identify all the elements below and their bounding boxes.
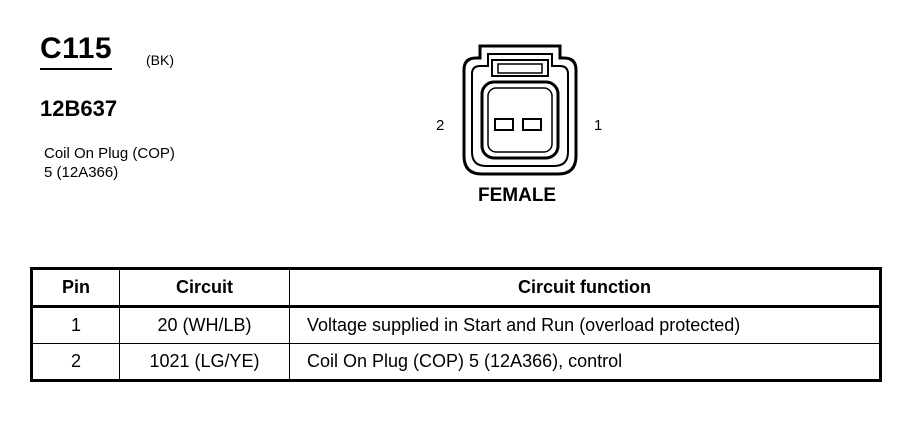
- cell-pin: 2: [31, 343, 120, 381]
- connector-description-line-1: Coil On Plug (COP): [44, 145, 175, 162]
- part-number: 12B637: [40, 96, 118, 121]
- terminal-pin-1: [522, 118, 542, 131]
- connector-housing-inner: [471, 53, 569, 167]
- connector-description-line-2: 5 (12A366): [44, 164, 119, 181]
- cell-circuit-function: Voltage supplied in Start and Run (overl…: [289, 306, 881, 344]
- cell-circuit: 20 (WH/LB): [119, 306, 290, 344]
- table-row: 1 20 (WH/LB) Voltage supplied in Start a…: [31, 306, 881, 344]
- cell-circuit: 1021 (LG/YE): [119, 343, 290, 381]
- header-circuit-function: Circuit function: [289, 268, 881, 308]
- header-pin: Pin: [31, 268, 120, 308]
- table-row: 2 1021 (LG/YE) Coil On Plug (COP) 5 (12A…: [31, 343, 881, 381]
- connector-housing-outer: [462, 44, 578, 176]
- locking-tab: [491, 59, 549, 77]
- pin-label-1: 1: [594, 117, 603, 134]
- locking-tab-inner: [497, 63, 543, 74]
- terminal-pin-2: [494, 118, 514, 131]
- connector-gender: FEMALE: [478, 185, 557, 206]
- connector-face-drawing: [462, 44, 578, 176]
- header-circuit: Circuit: [119, 268, 290, 308]
- pin-cavity-outer: [480, 80, 560, 160]
- connector-id: C115: [40, 34, 113, 70]
- pin-label-2: 2: [436, 117, 445, 134]
- pin-cavity-inner: [487, 87, 553, 153]
- connector-color-code: (BK): [146, 52, 174, 68]
- pinout-table: Pin Circuit Circuit function 1 20 (WH/LB…: [30, 267, 882, 382]
- cell-pin: 1: [31, 306, 120, 344]
- table-header-row: Pin Circuit Circuit function: [31, 268, 881, 308]
- cell-circuit-function: Coil On Plug (COP) 5 (12A366), control: [289, 343, 881, 381]
